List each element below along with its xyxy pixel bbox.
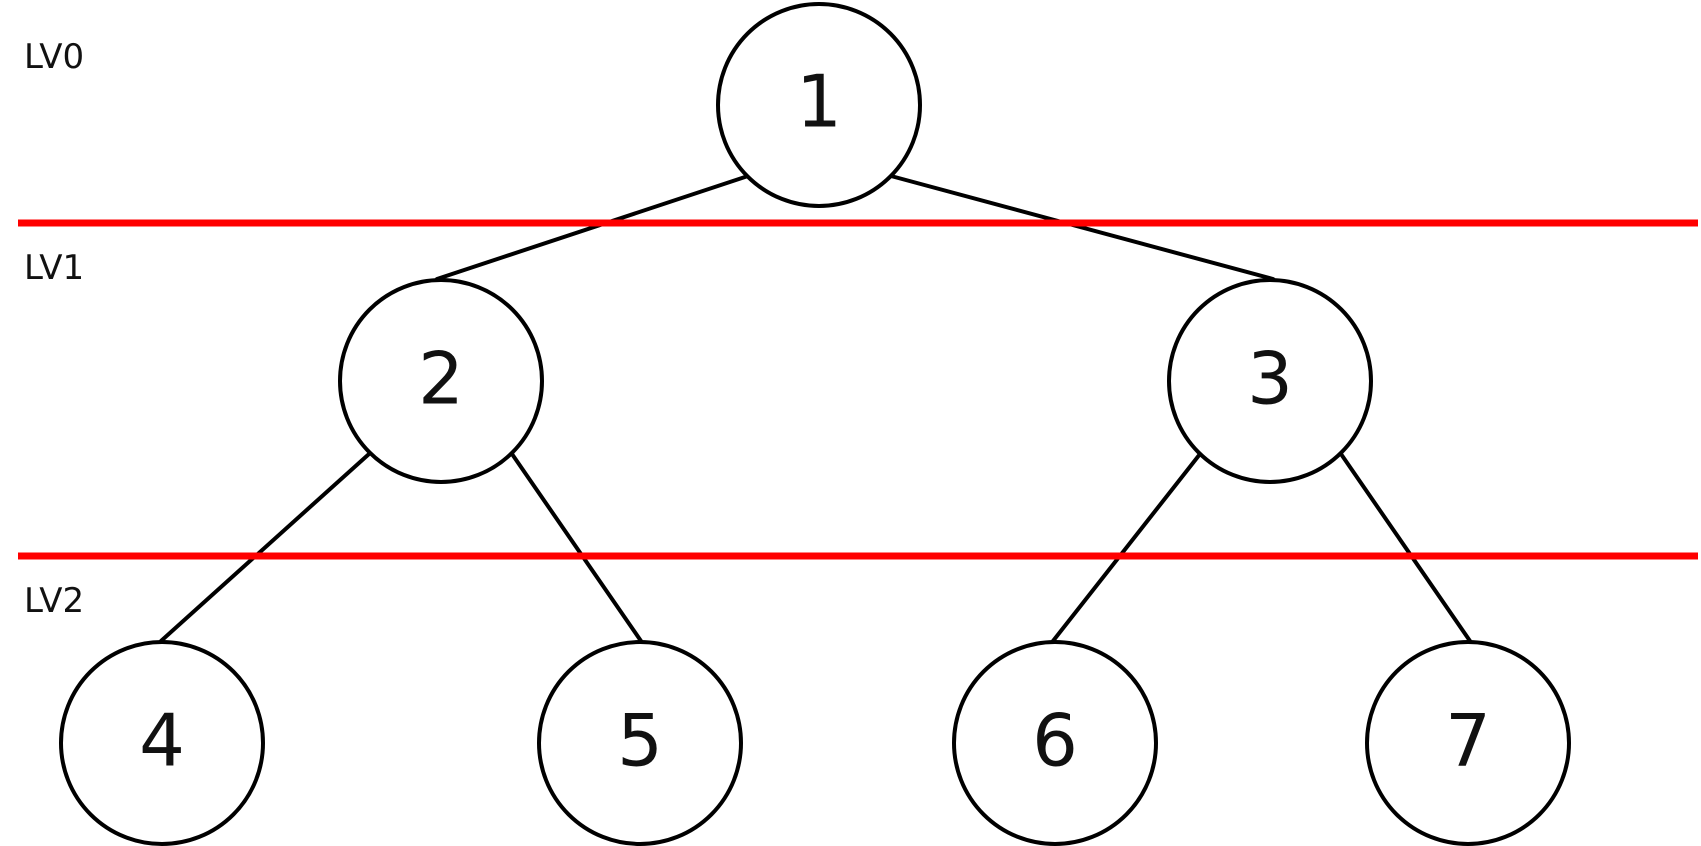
edge-2-5 [510,452,643,643]
edge-2-4 [159,452,371,643]
node-label: 4 [139,699,185,783]
node-circle [1167,278,1373,484]
node-circle [59,640,265,846]
node-circle [716,2,922,208]
node-circle [537,640,743,846]
edge-3-6 [1051,452,1202,643]
tree-node-1: 1 [716,2,922,208]
node-label: 5 [617,699,663,783]
node-label: 1 [796,60,842,144]
edge-3-7 [1339,452,1472,643]
level-label-lv2: LV2 [24,581,84,621]
node-circle [952,640,1158,846]
tree-node-5: 5 [537,640,743,846]
node-circle [338,278,544,484]
level-label-lv0: LV0 [24,37,84,77]
edge-1-3 [889,174,1275,281]
tree-node-2: 2 [338,278,544,484]
tree-node-4: 4 [59,640,265,846]
node-label: 2 [418,337,464,421]
tree-node-3: 3 [1167,278,1373,484]
node-label: 6 [1032,699,1078,783]
edge-1-2 [435,174,750,281]
tree-node-7: 7 [1365,640,1571,846]
node-label: 7 [1445,699,1491,783]
level-label-lv1: LV1 [24,248,84,288]
node-label: 3 [1247,337,1293,421]
tree-node-6: 6 [952,640,1158,846]
node-circle [1365,640,1571,846]
